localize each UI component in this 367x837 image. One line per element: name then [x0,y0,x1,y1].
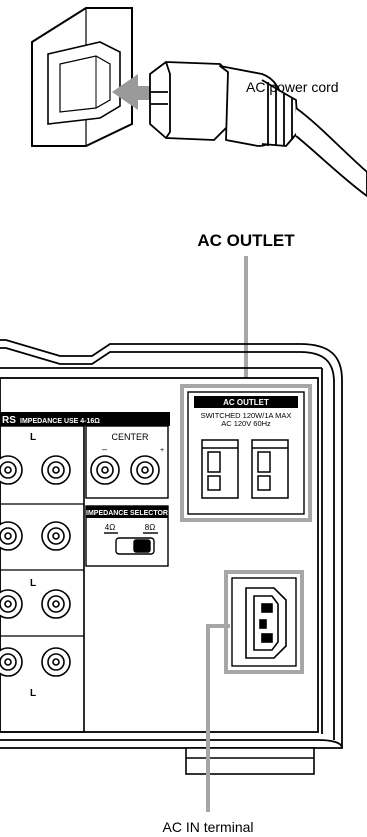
ac-in-terminal-label: AC IN terminal [162,819,253,835]
ac-in-leader-line [206,624,230,812]
receiver-foot [185,747,315,775]
center-minus-label: – [102,444,107,454]
ac-outlet-panel-title: AC OUTLET [223,398,269,407]
ac-outlet-callout-label: AC OUTLET [197,231,295,250]
center-label: CENTER [111,432,149,442]
impedance-selector-block [85,505,169,567]
speakers-header-prefix: RS [2,415,16,426]
center-terminal-block [85,425,169,499]
impedance-4ohm-label: 4Ω [105,523,115,532]
speakers-impedance-text: IMPEDANCE USE 4-16Ω [20,418,100,425]
back-left-label: L [30,688,36,699]
center-plus-label: + [160,447,164,454]
ac-outlet-socket [251,439,289,499]
wall-outlet [31,7,133,147]
ac-in-socket [245,587,287,659]
insertion-arrow [112,74,156,110]
power-cord-label: AC power cord [246,79,339,95]
speaker-terminal-block: RS IMPEDANCE USE 4-16Ω [0,412,170,733]
impedance-8ohm-label: 8Ω [145,523,155,532]
ac-outlet-socket [201,439,239,499]
center-binding-post [90,455,160,485]
front-left-label: L [30,432,36,443]
impedance-switch [104,532,158,555]
impedance-selector-label: IMPEDANCE SELECTOR [86,510,168,517]
surround-left-label: L [30,578,36,589]
ac-outlet-rating-line-1: SWITCHED 120W/1A MAX [201,411,292,420]
speaker-binding-post [0,455,71,677]
ac-outlet-rating-line-2: AC 120V 60Hz [221,419,271,428]
power-cord-plug [149,61,367,197]
